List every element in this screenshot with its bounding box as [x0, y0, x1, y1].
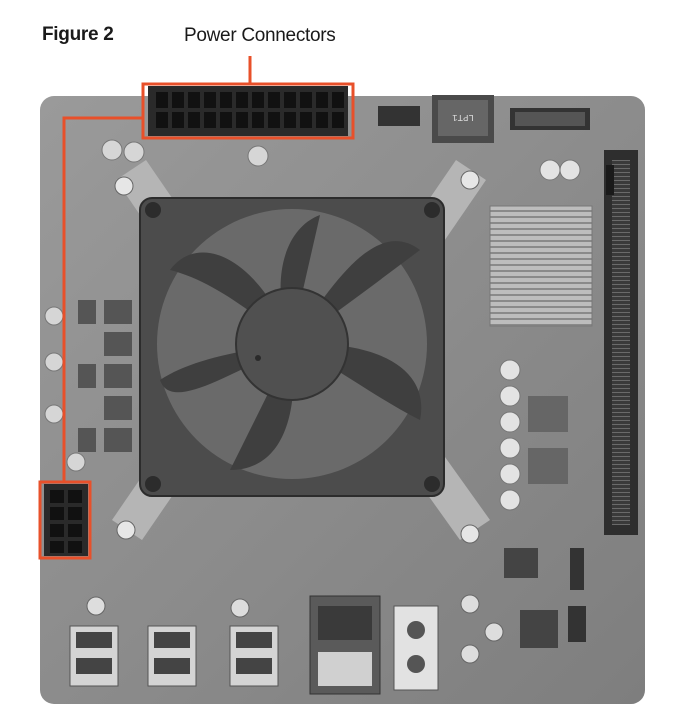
cpu-8pin-connector [44, 484, 88, 556]
pin-header-2 [568, 606, 586, 642]
power-connectors-callout: Power Connectors [184, 25, 336, 46]
cpu-cooler [112, 160, 490, 540]
audio-jacks [393, 605, 439, 691]
pin-header [570, 548, 584, 590]
lan-port [309, 595, 381, 695]
capacitors-bottom [86, 594, 504, 664]
chipset-heatsink [489, 205, 593, 327]
audio-codec-chip [520, 610, 558, 648]
ic-chip [504, 548, 538, 578]
capacitors-right [499, 159, 581, 511]
panel-header [378, 106, 420, 126]
rear-usb-ports [69, 625, 279, 687]
atx-24pin-connector [148, 86, 348, 136]
figure-label: Figure 2 [42, 24, 114, 45]
svg-text:LPT1: LPT1 [452, 112, 474, 122]
capacitors-left [44, 139, 269, 472]
jusb-header [510, 108, 590, 130]
highlight-callouts [38, 56, 355, 560]
pcie-slot [604, 150, 638, 535]
cooler-screws [114, 170, 480, 544]
vrm-components [78, 300, 132, 452]
chokes-right [528, 396, 568, 484]
lpt-header: LPT1 [432, 95, 494, 143]
